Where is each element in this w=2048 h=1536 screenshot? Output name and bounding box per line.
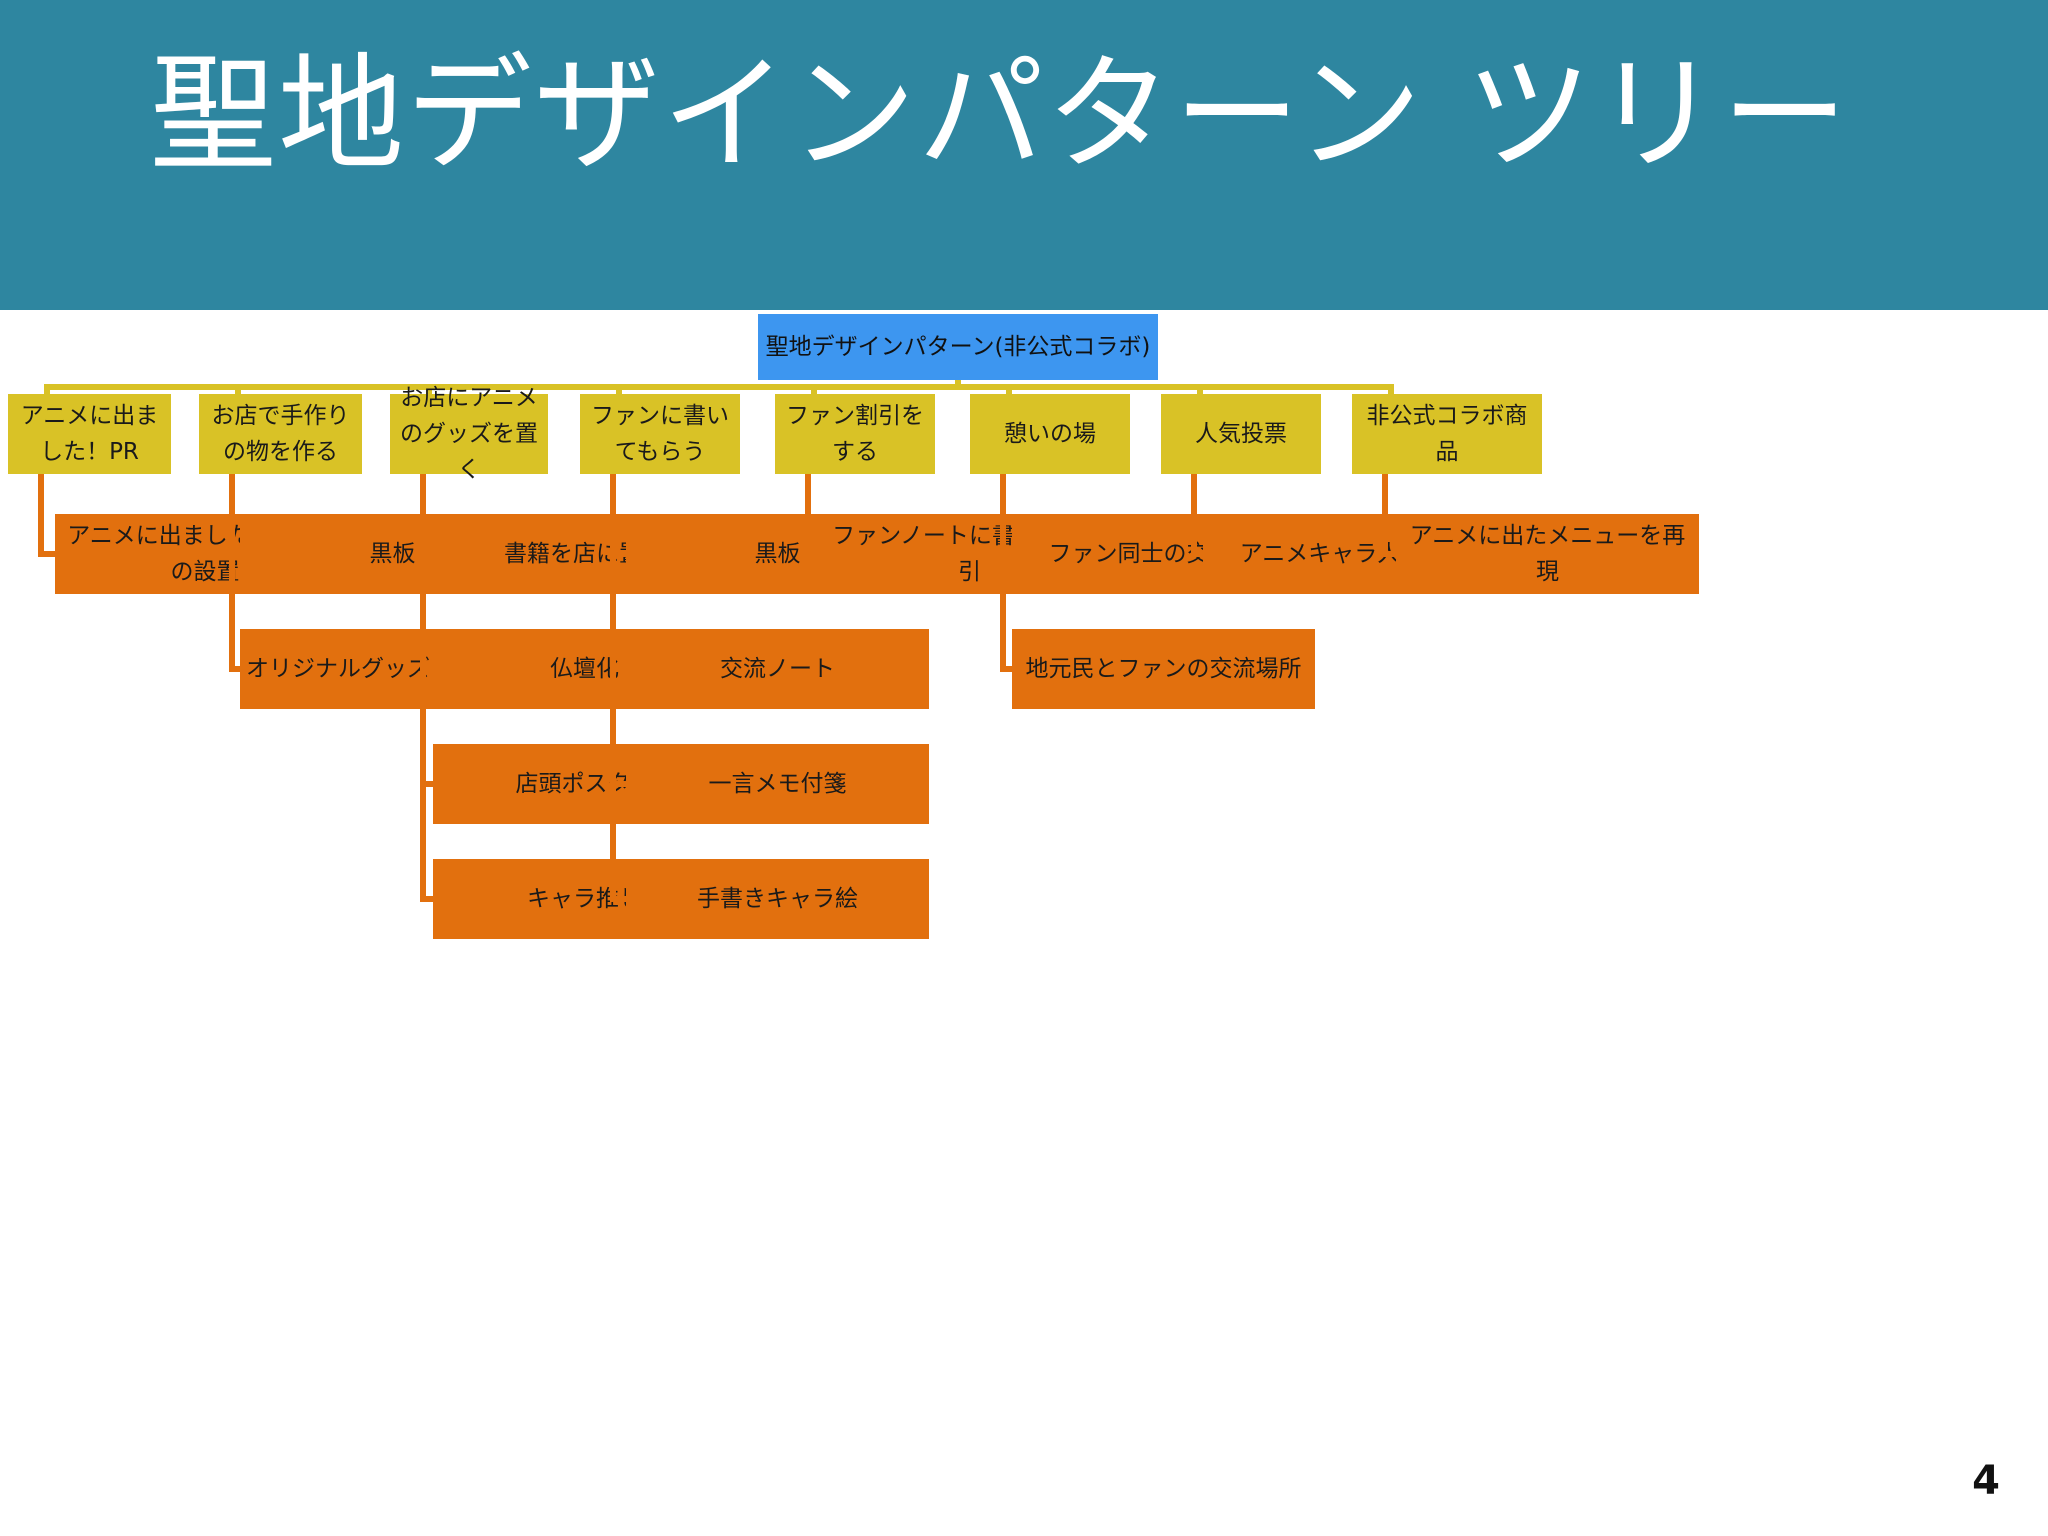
connector-horizontal — [1382, 551, 1396, 557]
root-node[interactable]: 聖地デザインパターン(非公式コラボ) — [758, 314, 1158, 380]
connector-horizontal — [1000, 551, 1012, 557]
branch-node-1-label: お店で手作りの物を作る — [211, 402, 350, 465]
branch-node-0-label: アニメに出ました！PR — [20, 402, 159, 465]
connector-horizontal — [44, 384, 1394, 390]
leaf-node-2-1-label: 仏壇化 — [550, 655, 619, 682]
connector-vertical — [426, 384, 432, 394]
page-number: 4 — [1972, 1458, 2000, 1504]
connector-horizontal — [420, 666, 433, 672]
connector-horizontal — [229, 551, 240, 557]
connector-vertical — [44, 384, 50, 394]
connector-horizontal — [610, 896, 626, 902]
connector-horizontal — [420, 896, 433, 902]
root-node-label: 聖地デザインパターン(非公式コラボ) — [765, 333, 1151, 360]
connector-horizontal — [420, 551, 433, 557]
connector-vertical — [38, 474, 44, 557]
connector-vertical — [811, 384, 817, 394]
branch-node-1[interactable]: お店で手作りの物を作る — [199, 394, 362, 474]
leaf-node-5-1[interactable]: 地元民とファンの交流場所 — [1012, 629, 1315, 709]
leaf-node-7-0[interactable]: アニメに出たメニューを再現 — [1396, 514, 1699, 594]
connector-vertical — [1388, 384, 1394, 394]
leaf-node-5-1-label: 地元民とファンの交流場所 — [1025, 655, 1302, 682]
connector-vertical — [1191, 474, 1197, 557]
branch-node-3-label: ファンに書いてもらう — [591, 402, 729, 465]
connector-vertical — [235, 384, 241, 394]
branch-node-7[interactable]: 非公式コラボ商品 — [1352, 394, 1542, 474]
leaf-node-3-3[interactable]: 手書きキャラ絵 — [626, 859, 929, 939]
connector-vertical — [616, 384, 622, 394]
branch-node-6-label: 人気投票 — [1195, 420, 1287, 447]
connector-horizontal — [420, 781, 433, 787]
connector-vertical — [805, 474, 811, 557]
connector-horizontal — [805, 551, 818, 557]
title-banner: 聖地デザインパターン ツリー — [0, 0, 2048, 310]
page-title: 聖地デザインパターン ツリー — [150, 41, 1850, 188]
leaf-node-3-2-label: 一言メモ付箋 — [708, 770, 847, 797]
leaf-node-3-3-label: 手書きキャラ絵 — [697, 885, 858, 912]
banner-divider — [0, 310, 2048, 314]
connector-horizontal — [610, 666, 626, 672]
branch-node-0[interactable]: アニメに出ました！PR — [8, 394, 171, 474]
connector-vertical — [1000, 474, 1006, 672]
leaf-node-3-2[interactable]: 一言メモ付箋 — [626, 744, 929, 824]
branch-node-5[interactable]: 憩いの場 — [970, 394, 1130, 474]
connector-horizontal — [229, 666, 240, 672]
branch-node-4[interactable]: ファン割引をする — [775, 394, 935, 474]
connector-horizontal — [1000, 666, 1012, 672]
connector-vertical — [420, 474, 426, 902]
connector-horizontal — [610, 781, 626, 787]
branch-node-2-label: お店にアニメのグッズを置く — [400, 384, 538, 484]
connector-vertical — [610, 474, 616, 902]
branch-node-4-label: ファン割引をする — [786, 402, 924, 465]
leaf-node-3-1[interactable]: 交流ノート — [626, 629, 929, 709]
leaf-node-3-0-label: 黒板 — [754, 540, 801, 567]
connector-vertical — [1006, 384, 1012, 394]
branch-node-5-label: 憩いの場 — [1004, 420, 1096, 447]
connector-vertical — [1197, 384, 1203, 394]
connector-vertical — [229, 474, 235, 672]
branch-node-7-label: 非公式コラボ商品 — [1366, 402, 1528, 465]
leaf-node-3-1-label: 交流ノート — [720, 655, 835, 682]
connector-horizontal — [38, 551, 55, 557]
connector-vertical — [1382, 474, 1388, 557]
branch-node-2[interactable]: お店にアニメのグッズを置く — [390, 385, 548, 483]
connector-horizontal — [610, 551, 626, 557]
leaf-node-7-0-label: アニメに出たメニューを再現 — [1409, 522, 1686, 585]
connector-horizontal — [1191, 551, 1203, 557]
branch-node-3[interactable]: ファンに書いてもらう — [580, 394, 740, 474]
branch-node-6[interactable]: 人気投票 — [1161, 394, 1321, 474]
leaf-node-1-0-label: 黒板 — [369, 540, 416, 567]
